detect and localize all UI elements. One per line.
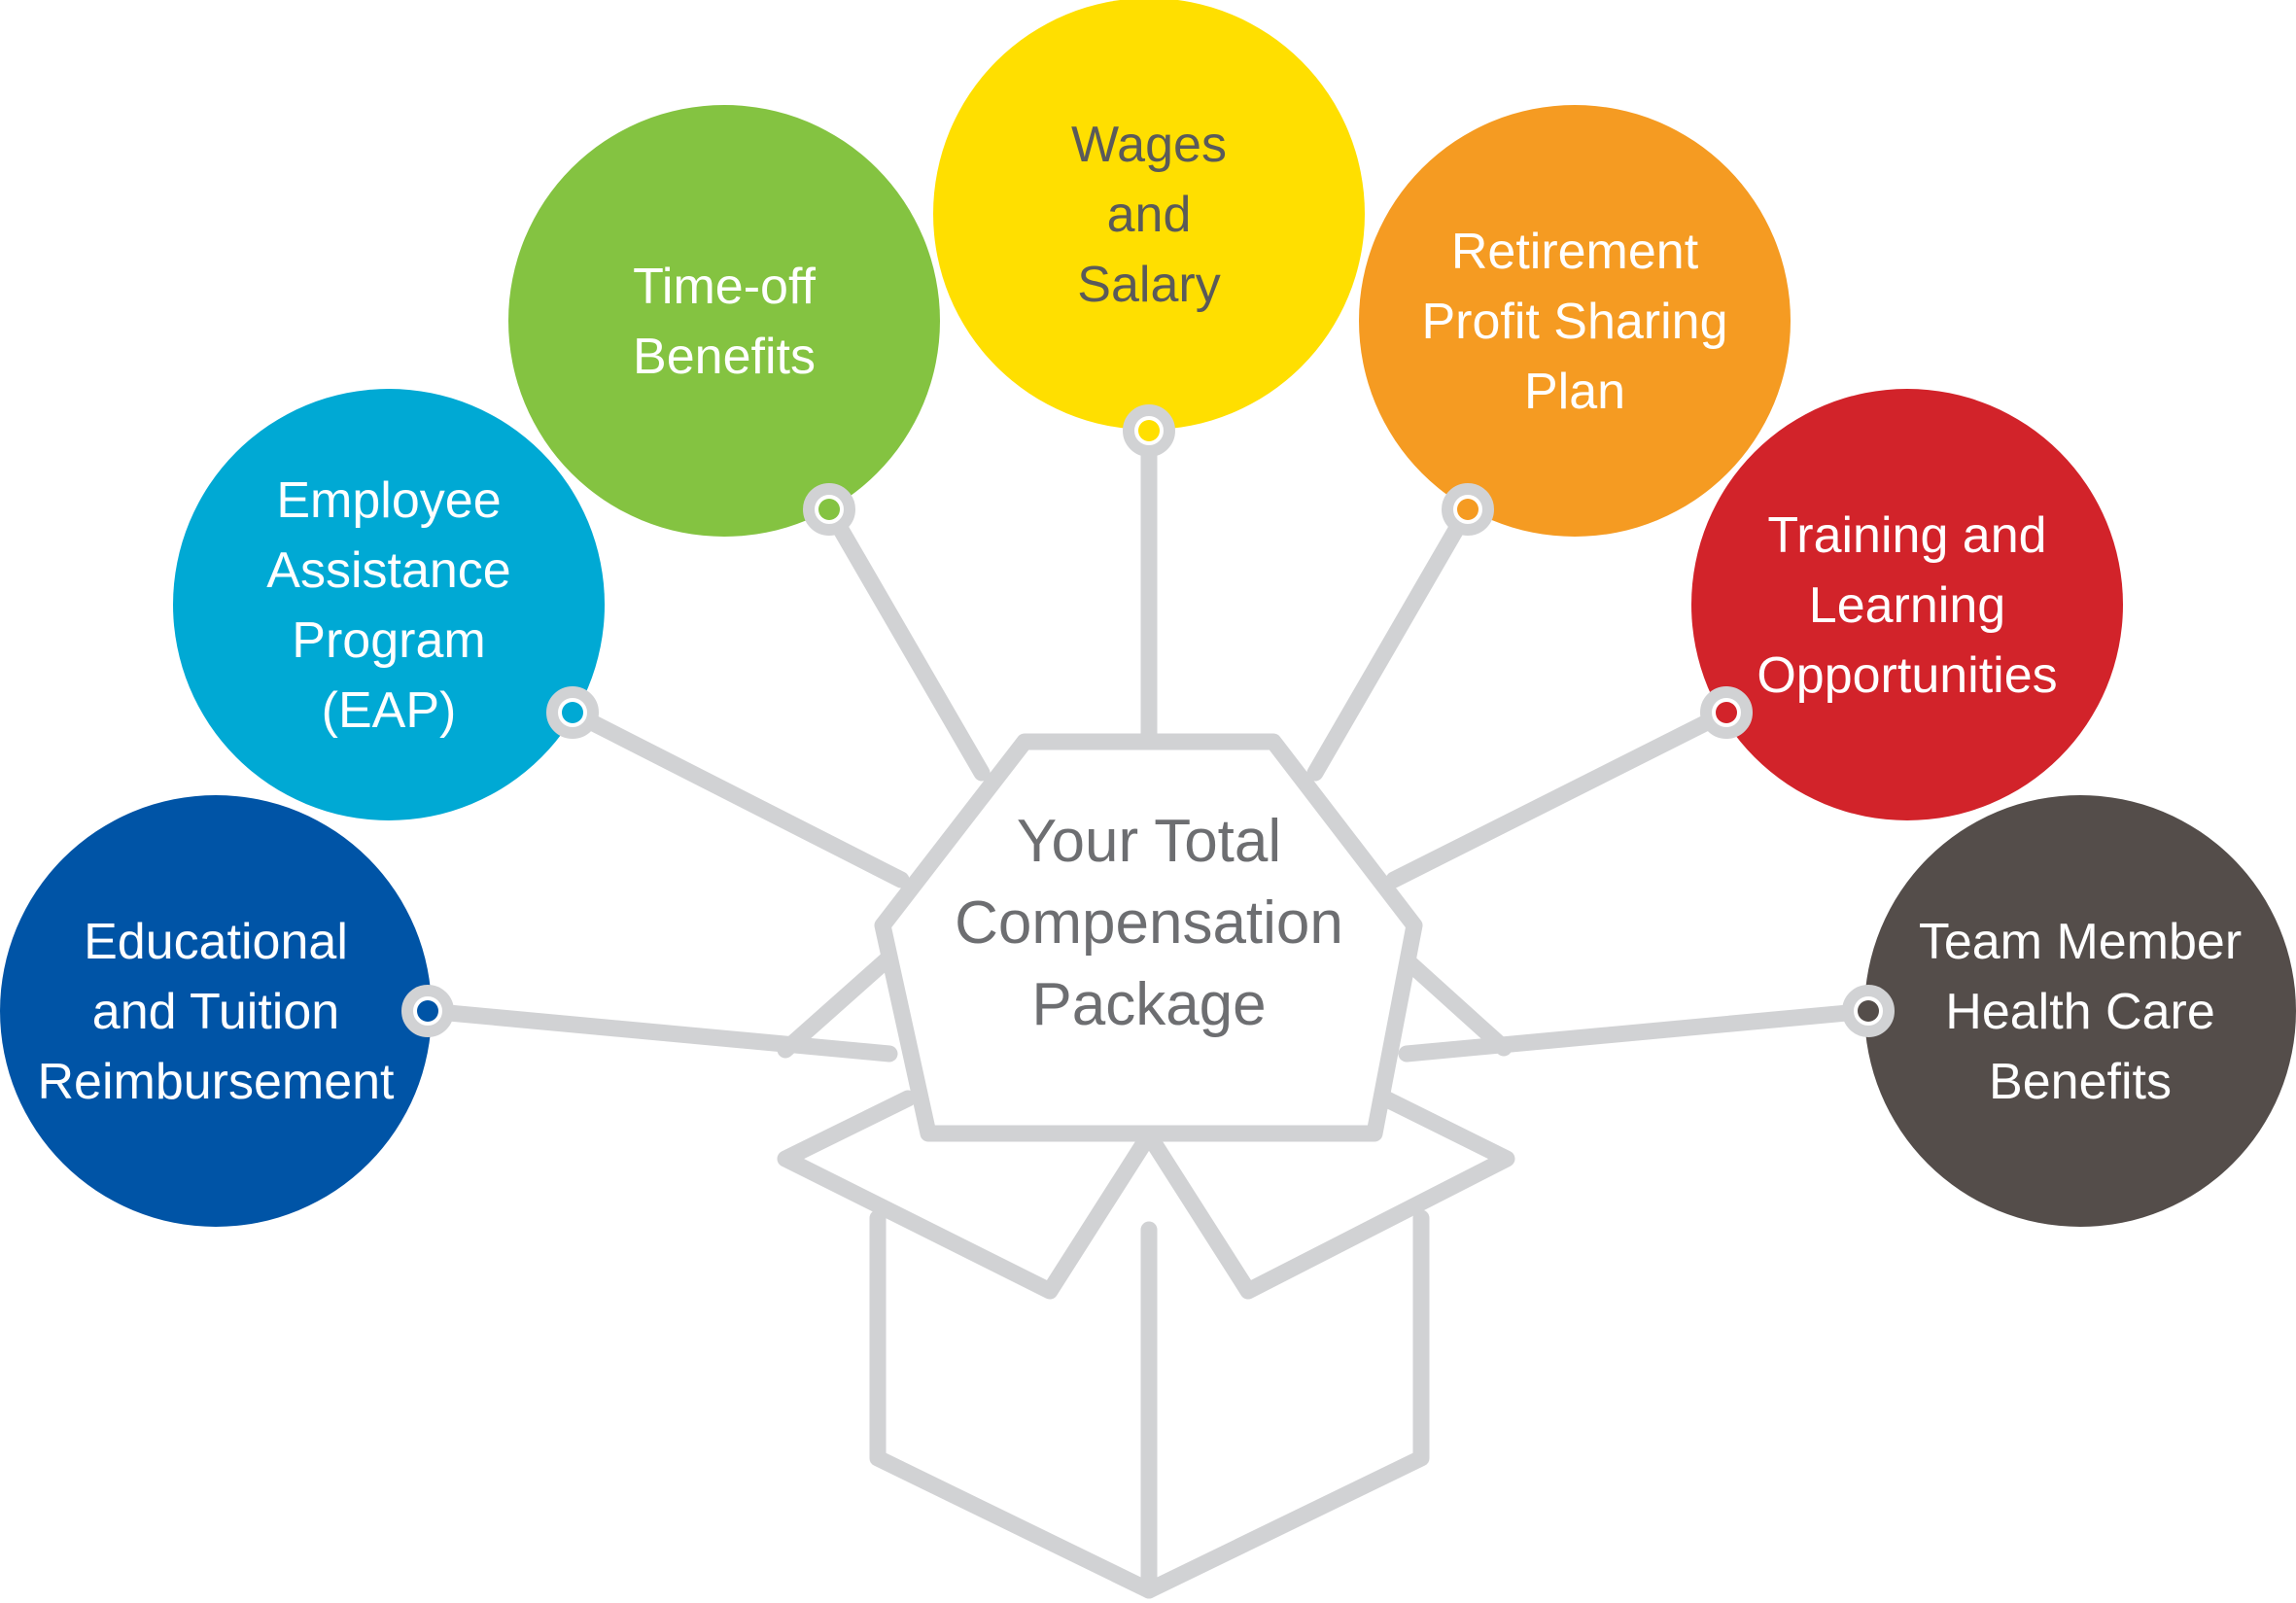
connector-dot-retirement	[1457, 499, 1478, 520]
benefit-label-line: Benefits	[633, 329, 816, 385]
connector-dot-health-care	[1858, 1000, 1879, 1022]
connector-dot-wages	[1138, 420, 1160, 441]
connector-dot-educational	[417, 1000, 438, 1022]
benefit-label-line: Educational	[84, 914, 348, 970]
benefit-label-line: Learning	[1809, 577, 2005, 634]
benefit-label-line: Profit Sharing	[1421, 294, 1727, 350]
benefit-circle-wages	[933, 0, 1365, 430]
benefit-circle-eap	[173, 389, 605, 820]
connector-line-health-care	[1398, 1002, 1877, 1063]
benefit-label-line: Salary	[1077, 257, 1220, 313]
center-title-line: Your Total	[1017, 808, 1281, 875]
benefit-label-line: Program	[292, 612, 485, 669]
connector-line-time-off	[820, 501, 991, 782]
center-heptagon	[874, 733, 1423, 1142]
box-front-right-flap	[1140, 1090, 1515, 1300]
benefit-label-line: Training and	[1767, 507, 2046, 564]
connector-dot-eap	[562, 702, 583, 723]
connector-line-training	[1385, 704, 1735, 889]
connector-lines	[419, 422, 1877, 1063]
benefit-label-line: Opportunities	[1757, 647, 2057, 704]
benefit-label-line: Retirement	[1451, 224, 1699, 280]
benefit-label-line: Reimbursement	[37, 1054, 395, 1110]
benefit-circle-training	[1691, 389, 2123, 820]
connector-dot-time-off	[818, 499, 840, 520]
benefit-label-line: and	[1107, 187, 1192, 243]
connector-dot-training	[1716, 702, 1737, 723]
benefit-label-line: Wages	[1071, 117, 1227, 173]
benefit-label-line: Team Member	[1919, 914, 2242, 970]
connector-line-eap	[564, 704, 910, 889]
center-title-line: Compensation	[955, 889, 1343, 957]
benefit-circle-educational	[0, 795, 432, 1227]
benefit-circle-retirement	[1359, 105, 1791, 537]
benefit-label-line: Health Care	[1945, 984, 2214, 1040]
connector-line-retirement	[1306, 501, 1477, 782]
benefit-label-line: Employee	[276, 472, 501, 529]
connector-line-educational	[419, 1002, 898, 1063]
benefit-label-line: and Tuition	[92, 984, 339, 1040]
benefit-label-line: Plan	[1524, 364, 1625, 420]
benefit-label-line: Benefits	[1989, 1054, 2172, 1110]
box-front-left-flap	[777, 1090, 1158, 1300]
benefit-label-line: Time-off	[633, 259, 816, 315]
benefit-label-line: (EAP)	[322, 682, 457, 739]
benefit-label-line: Assistance	[266, 542, 510, 599]
benefit-circle-time-off	[508, 105, 940, 537]
center-title-line: Package	[1031, 971, 1266, 1038]
benefit-circle-health-care	[1864, 795, 2296, 1227]
